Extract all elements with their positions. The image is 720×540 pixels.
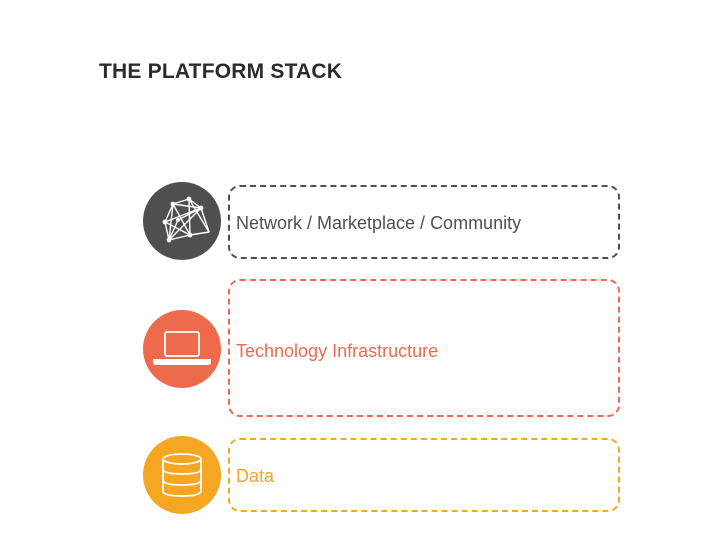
layer-box-data: [228, 438, 620, 512]
layer-box-technology: [228, 279, 620, 417]
layer-label-network: Network / Marketplace / Community: [236, 213, 522, 233]
layer-label-technology: Technology Infrastructure: [236, 341, 439, 361]
layer-label-data: Data: [236, 466, 275, 486]
laptop-icon: [143, 310, 221, 388]
database-icon: [143, 436, 221, 514]
network-graph-icon: [143, 182, 221, 260]
layer-box-network: [228, 185, 620, 259]
page-title: THE PLATFORM STACK: [99, 60, 343, 83]
